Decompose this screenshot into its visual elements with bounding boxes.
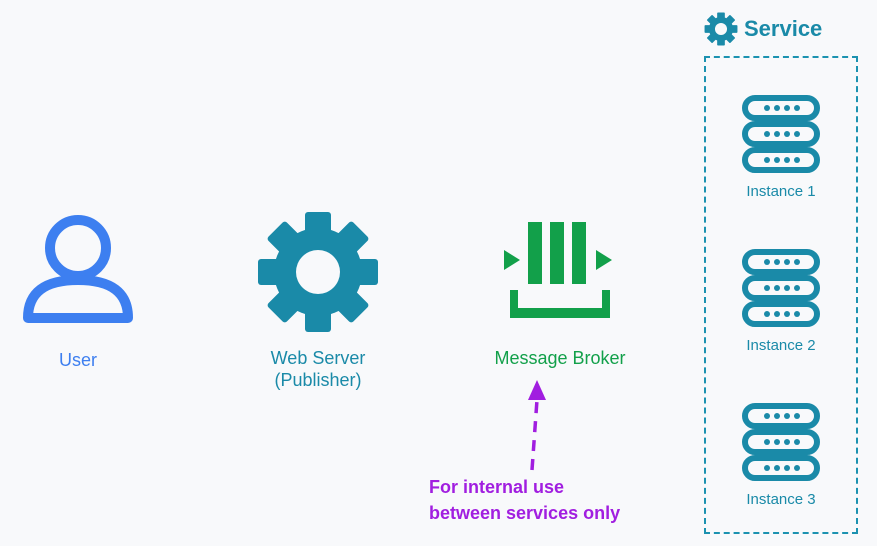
message-broker-label: Message Broker xyxy=(494,348,626,368)
user-icon xyxy=(23,215,133,323)
instance-label: Instance 3 xyxy=(746,491,816,508)
message-broker-node: Message Broker xyxy=(470,220,650,369)
user-label: User xyxy=(58,350,97,370)
web-server-node: Web Server (Publisher) xyxy=(250,210,386,391)
server-icon xyxy=(742,249,820,327)
message-queue-icon xyxy=(504,222,612,318)
arrow-head-icon xyxy=(528,380,546,400)
web-server-title: Web Server xyxy=(270,348,366,368)
dashed-arrow xyxy=(528,380,546,471)
web-server-label: Web Server (Publisher) xyxy=(250,347,386,391)
server-icon xyxy=(742,403,820,481)
user-node: User xyxy=(18,214,138,371)
gear-icon xyxy=(258,212,378,332)
service-title-text: Service xyxy=(744,16,823,41)
instance-3: Instance 3 xyxy=(704,402,858,508)
note-line-2: between services only xyxy=(429,503,621,523)
note-line-1: For internal use xyxy=(429,477,565,497)
web-server-subtitle: (Publisher) xyxy=(274,370,362,390)
service-title: Service xyxy=(704,12,822,46)
service-boundary xyxy=(704,56,858,534)
instance-2: Instance 2 xyxy=(704,248,858,354)
instance-1: Instance 1 xyxy=(704,94,858,200)
gear-icon xyxy=(704,12,738,46)
instance-label: Instance 1 xyxy=(746,183,816,200)
instance-label: Instance 2 xyxy=(746,337,816,354)
note: For internal use between services only xyxy=(429,474,620,526)
server-icon xyxy=(742,95,820,173)
